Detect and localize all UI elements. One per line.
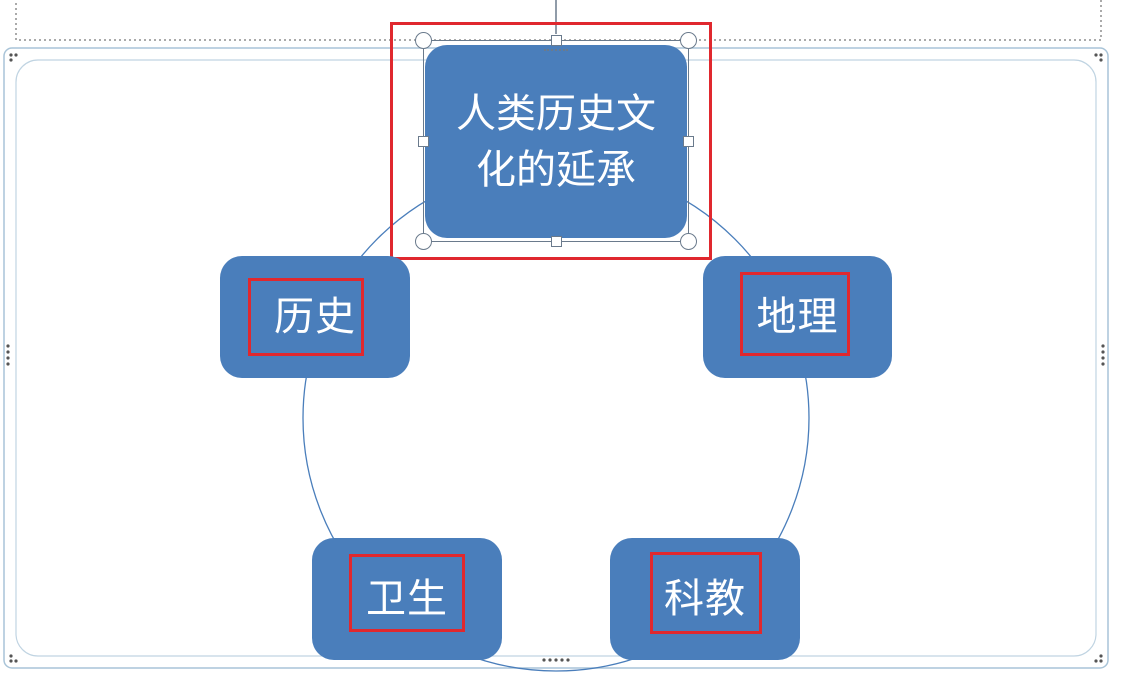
text-placeholder-frame (15, 0, 1102, 41)
resize-handle-top-left[interactable] (415, 32, 432, 49)
resize-handle-bottom-left[interactable] (415, 233, 432, 250)
center-node[interactable]: 人类历史文 化的延承 (425, 45, 687, 238)
selection-box (423, 40, 689, 242)
center-node-text: 人类历史文 化的延承 (436, 86, 676, 198)
resize-handle-left[interactable] (418, 136, 429, 147)
center-text-line-2: 化的延承 (476, 146, 636, 193)
center-node-highlight (390, 22, 712, 260)
resize-handle-top[interactable] (551, 35, 562, 46)
node-hygiene[interactable]: 卫生 (312, 538, 502, 660)
move-grip[interactable] (544, 49, 568, 55)
node-history-highlight (248, 278, 364, 356)
node-geography-highlight (740, 272, 850, 356)
resize-handle-top-right[interactable] (680, 32, 697, 49)
node-science-education[interactable]: 科教 (610, 538, 800, 660)
resize-handle-bottom[interactable] (551, 236, 562, 247)
node-hygiene-highlight (349, 554, 465, 632)
node-geography-label: 地理 (756, 294, 839, 340)
node-history-label: 历史 (274, 294, 356, 340)
node-history[interactable]: 历史 (220, 256, 410, 378)
resize-handle-bottom-right[interactable] (680, 233, 697, 250)
node-science-education-label: 科教 (664, 576, 746, 622)
resize-handle-right[interactable] (683, 136, 694, 147)
node-geography[interactable]: 地理 (703, 256, 892, 378)
node-science-education-highlight (650, 552, 762, 634)
node-hygiene-label: 卫生 (366, 576, 448, 622)
center-text-line-1: 人类历史文 (456, 90, 656, 137)
